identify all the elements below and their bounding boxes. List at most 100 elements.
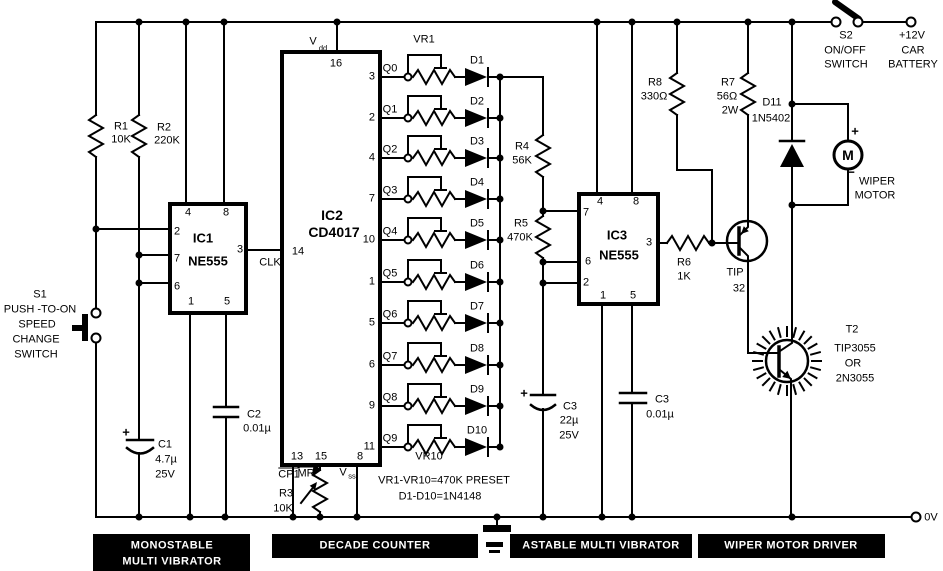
ic2-output-q-label: Q7: [382, 350, 398, 363]
note-presets: VR1-VR10=470K PRESET: [378, 474, 510, 487]
output-rows: [380, 55, 504, 456]
ic2-output-q-label: Q6: [382, 308, 398, 321]
r5-value: 470K: [507, 231, 533, 244]
ic2-output-pin-number: 3: [368, 70, 375, 83]
r3-ref: R3: [278, 487, 294, 500]
r2-value: 220K: [154, 134, 180, 147]
ic2-ref: IC2: [321, 207, 343, 223]
ic2-output-q-label: Q1: [382, 103, 398, 116]
s2-ref: S2: [839, 29, 853, 42]
note-diodes: D1-D10=1N4148: [398, 490, 482, 503]
c1-value: 4.7µ: [155, 453, 177, 466]
ic2-output-pin-number: 1: [368, 275, 375, 288]
ic2-output-pin-number: 4: [368, 151, 375, 164]
s1-line4: SWITCH: [14, 348, 58, 361]
diode-label: D1: [469, 54, 485, 67]
resistor-r8: [669, 72, 685, 116]
resistor-r5: [535, 215, 551, 259]
ic3-pin5: 5: [629, 289, 637, 302]
section-wiper-driver: WIPER MOTOR DRIVER: [724, 539, 858, 552]
r7-rating: 2W: [721, 104, 739, 117]
ic2-part: CD4017: [308, 224, 360, 240]
c3b-ref: C3: [654, 393, 670, 406]
terminals: [90, 16, 922, 523]
t2-line1: TIP3055: [834, 342, 876, 355]
ic2-pin14: 14: [291, 245, 305, 258]
ic3-part: NE555: [599, 247, 639, 263]
c2-ref: C2: [246, 408, 262, 421]
ic2-body: [280, 50, 382, 467]
transistor-t2: [752, 204, 822, 518]
ic1-pin6: 6: [173, 280, 181, 293]
s2-lever: [832, 0, 862, 22]
c1-ref: C1: [157, 438, 173, 451]
mr-label: MR: [297, 467, 315, 480]
d11-ref: D11: [762, 96, 782, 109]
r6-value: 1K: [677, 270, 691, 283]
ic1-pin5: 5: [223, 295, 231, 308]
vss-sub: ss: [348, 471, 356, 481]
c3a-voltage: 25V: [559, 429, 579, 442]
section-box-wiper-driver: [698, 534, 885, 558]
ic3-pin6: 6: [584, 255, 592, 268]
motor-m: M: [842, 147, 854, 163]
diode-label: D9: [469, 383, 485, 396]
clk-label: CLK: [259, 256, 281, 269]
t2-ref: T2: [845, 323, 859, 336]
r3-value: 10K: [273, 502, 293, 515]
s1-line2: SPEED: [18, 318, 56, 331]
r5-ref: R5: [513, 217, 529, 230]
junction-dots: [92, 18, 796, 521]
ic2-output-pin-number: 9: [368, 399, 375, 412]
vr1-label: VR1: [413, 33, 435, 46]
r2-ref: R2: [156, 121, 172, 134]
s2-terminal-right: [852, 16, 864, 28]
ic2-output-q-label: Q5: [382, 267, 398, 280]
ic2-pin8: 8: [356, 450, 364, 463]
c1-polarity: +: [122, 424, 130, 440]
ic2-output-pin-number: 6: [368, 358, 375, 371]
diode-label: D6: [469, 259, 485, 272]
capacitor-c3b: [618, 391, 648, 405]
ic1-ref: IC1: [192, 230, 214, 246]
capacitor-c2: [212, 405, 240, 419]
ic2-output-q-label: Q2: [382, 143, 398, 156]
vss-label: V: [339, 466, 347, 479]
resistor-r1: [88, 114, 104, 158]
r1-value: 10K: [111, 133, 131, 146]
section-box-decade-counter: [272, 534, 478, 558]
ground-icon: [479, 516, 511, 568]
motor-line1: WIPER: [858, 175, 896, 188]
diode-label: D10: [466, 424, 488, 437]
ic3-pin2: 2: [582, 276, 590, 289]
ic3-pin3: 3: [645, 236, 653, 249]
resistor-r3: [312, 469, 328, 513]
diode-label: D7: [469, 300, 485, 313]
r4-value: 56K: [512, 154, 532, 167]
section-monostable-line2: MULTI VIBRATOR: [122, 555, 222, 568]
ic2-output-pin-number: 5: [368, 316, 375, 329]
battery-line2: CAR: [901, 44, 925, 57]
diode-label: D4: [469, 176, 485, 189]
diode-label: D8: [469, 342, 485, 355]
ic2-output-q-label: Q3: [382, 184, 398, 197]
c3b-value: 0.01µ: [646, 408, 674, 421]
section-decade-counter: DECADE COUNTER: [319, 539, 431, 552]
r7-ref: R7: [720, 76, 736, 89]
ic3-pin8: 8: [632, 195, 640, 208]
t1-line2: 32: [732, 282, 746, 295]
resistor-r4: [535, 134, 551, 178]
diode-label: D3: [469, 135, 485, 148]
zero-volt-terminal: [910, 511, 922, 523]
motor-plus: +: [851, 123, 859, 139]
ic1-pin8: 8: [222, 206, 230, 219]
resistor-r7: [740, 72, 756, 116]
c3a-ref: C3: [562, 400, 578, 413]
section-box-astable: [510, 534, 692, 558]
section-astable: ASTABLE MULTI VIBRATOR: [522, 539, 680, 552]
resistor-r6: [666, 235, 710, 251]
ic2-output-pin-number: 10: [362, 233, 375, 246]
d11-part: 1N5402: [751, 112, 791, 125]
s1-line1: PUSH -TO-ON: [3, 303, 77, 316]
ic2-output-pin-number: 2: [368, 111, 375, 124]
